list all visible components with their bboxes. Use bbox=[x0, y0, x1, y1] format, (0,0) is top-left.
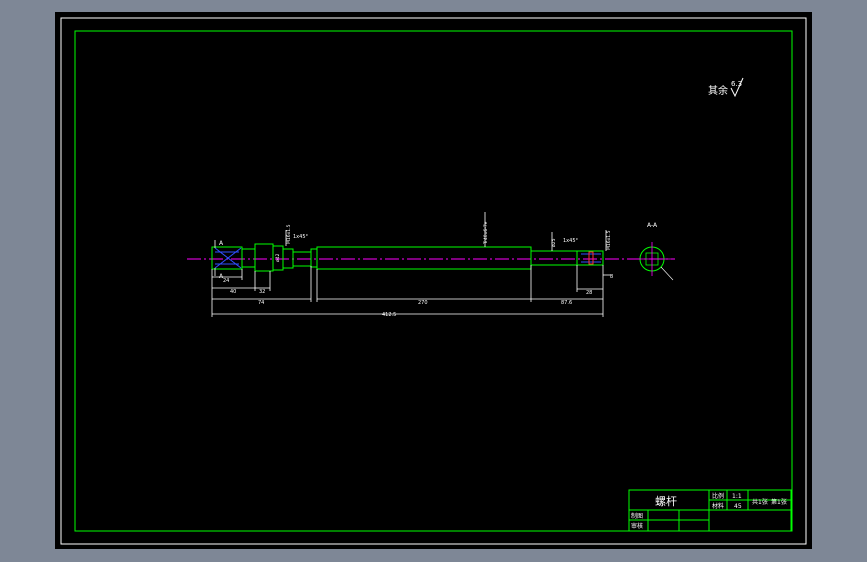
right-hatch bbox=[581, 253, 601, 263]
material-label: 材料 bbox=[712, 502, 724, 510]
dim-28: 28 bbox=[586, 290, 592, 296]
drawn-label: 制图 bbox=[631, 512, 643, 520]
outer-frame bbox=[60, 17, 807, 545]
shaft-outline bbox=[211, 243, 604, 272]
surface-value: 6.3 bbox=[731, 80, 742, 88]
check-label: 审核 bbox=[631, 522, 643, 530]
chamfer-right: 1x45° bbox=[563, 238, 579, 244]
dim-74: 74 bbox=[258, 300, 264, 306]
left-hatch bbox=[214, 247, 242, 269]
dim-dia-end: M16x1.5 bbox=[606, 230, 612, 250]
sheet-no: 第1张 bbox=[771, 498, 787, 506]
right-accent bbox=[588, 251, 594, 265]
dim-270: 270 bbox=[418, 300, 428, 306]
inner-frame bbox=[74, 30, 793, 532]
drawing-viewport[interactable]: 其余 6.3 bbox=[55, 12, 812, 549]
dimension-lines bbox=[211, 212, 611, 317]
drawing-canvas: 其余 6.3 bbox=[60, 17, 807, 545]
material-value: 45 bbox=[734, 503, 742, 510]
part-name: 螺杆 bbox=[655, 494, 677, 508]
dim-32: 32 bbox=[259, 289, 265, 295]
dim-412-5: 412.5 bbox=[382, 312, 396, 318]
dwg-no: 共1张 bbox=[752, 498, 768, 506]
title-block bbox=[628, 489, 792, 532]
scale-label: 比例 bbox=[712, 492, 724, 500]
section-marker-bottom: A bbox=[219, 273, 224, 280]
section-marker-top: A bbox=[219, 240, 224, 247]
surface-note: 其余 bbox=[708, 84, 728, 97]
dim-24: 24 bbox=[223, 278, 229, 284]
dim-shaft: Tr40x6-7e bbox=[483, 221, 489, 245]
section-leader bbox=[660, 266, 674, 281]
section-title: A-A bbox=[647, 222, 658, 229]
dim-8: 8 bbox=[610, 274, 613, 280]
dim-dia-small: ø42 bbox=[275, 253, 281, 262]
dim-thread-top: M16x1.5 bbox=[286, 224, 292, 244]
dim-87-6: 87.6 bbox=[561, 300, 572, 306]
scale-value: 1:1 bbox=[732, 493, 742, 500]
dim-40: 40 bbox=[230, 289, 236, 295]
chamfer-left: 1x45° bbox=[293, 234, 309, 240]
dim-dia-right: ø25 bbox=[551, 238, 557, 247]
roughness-symbol bbox=[730, 77, 744, 98]
